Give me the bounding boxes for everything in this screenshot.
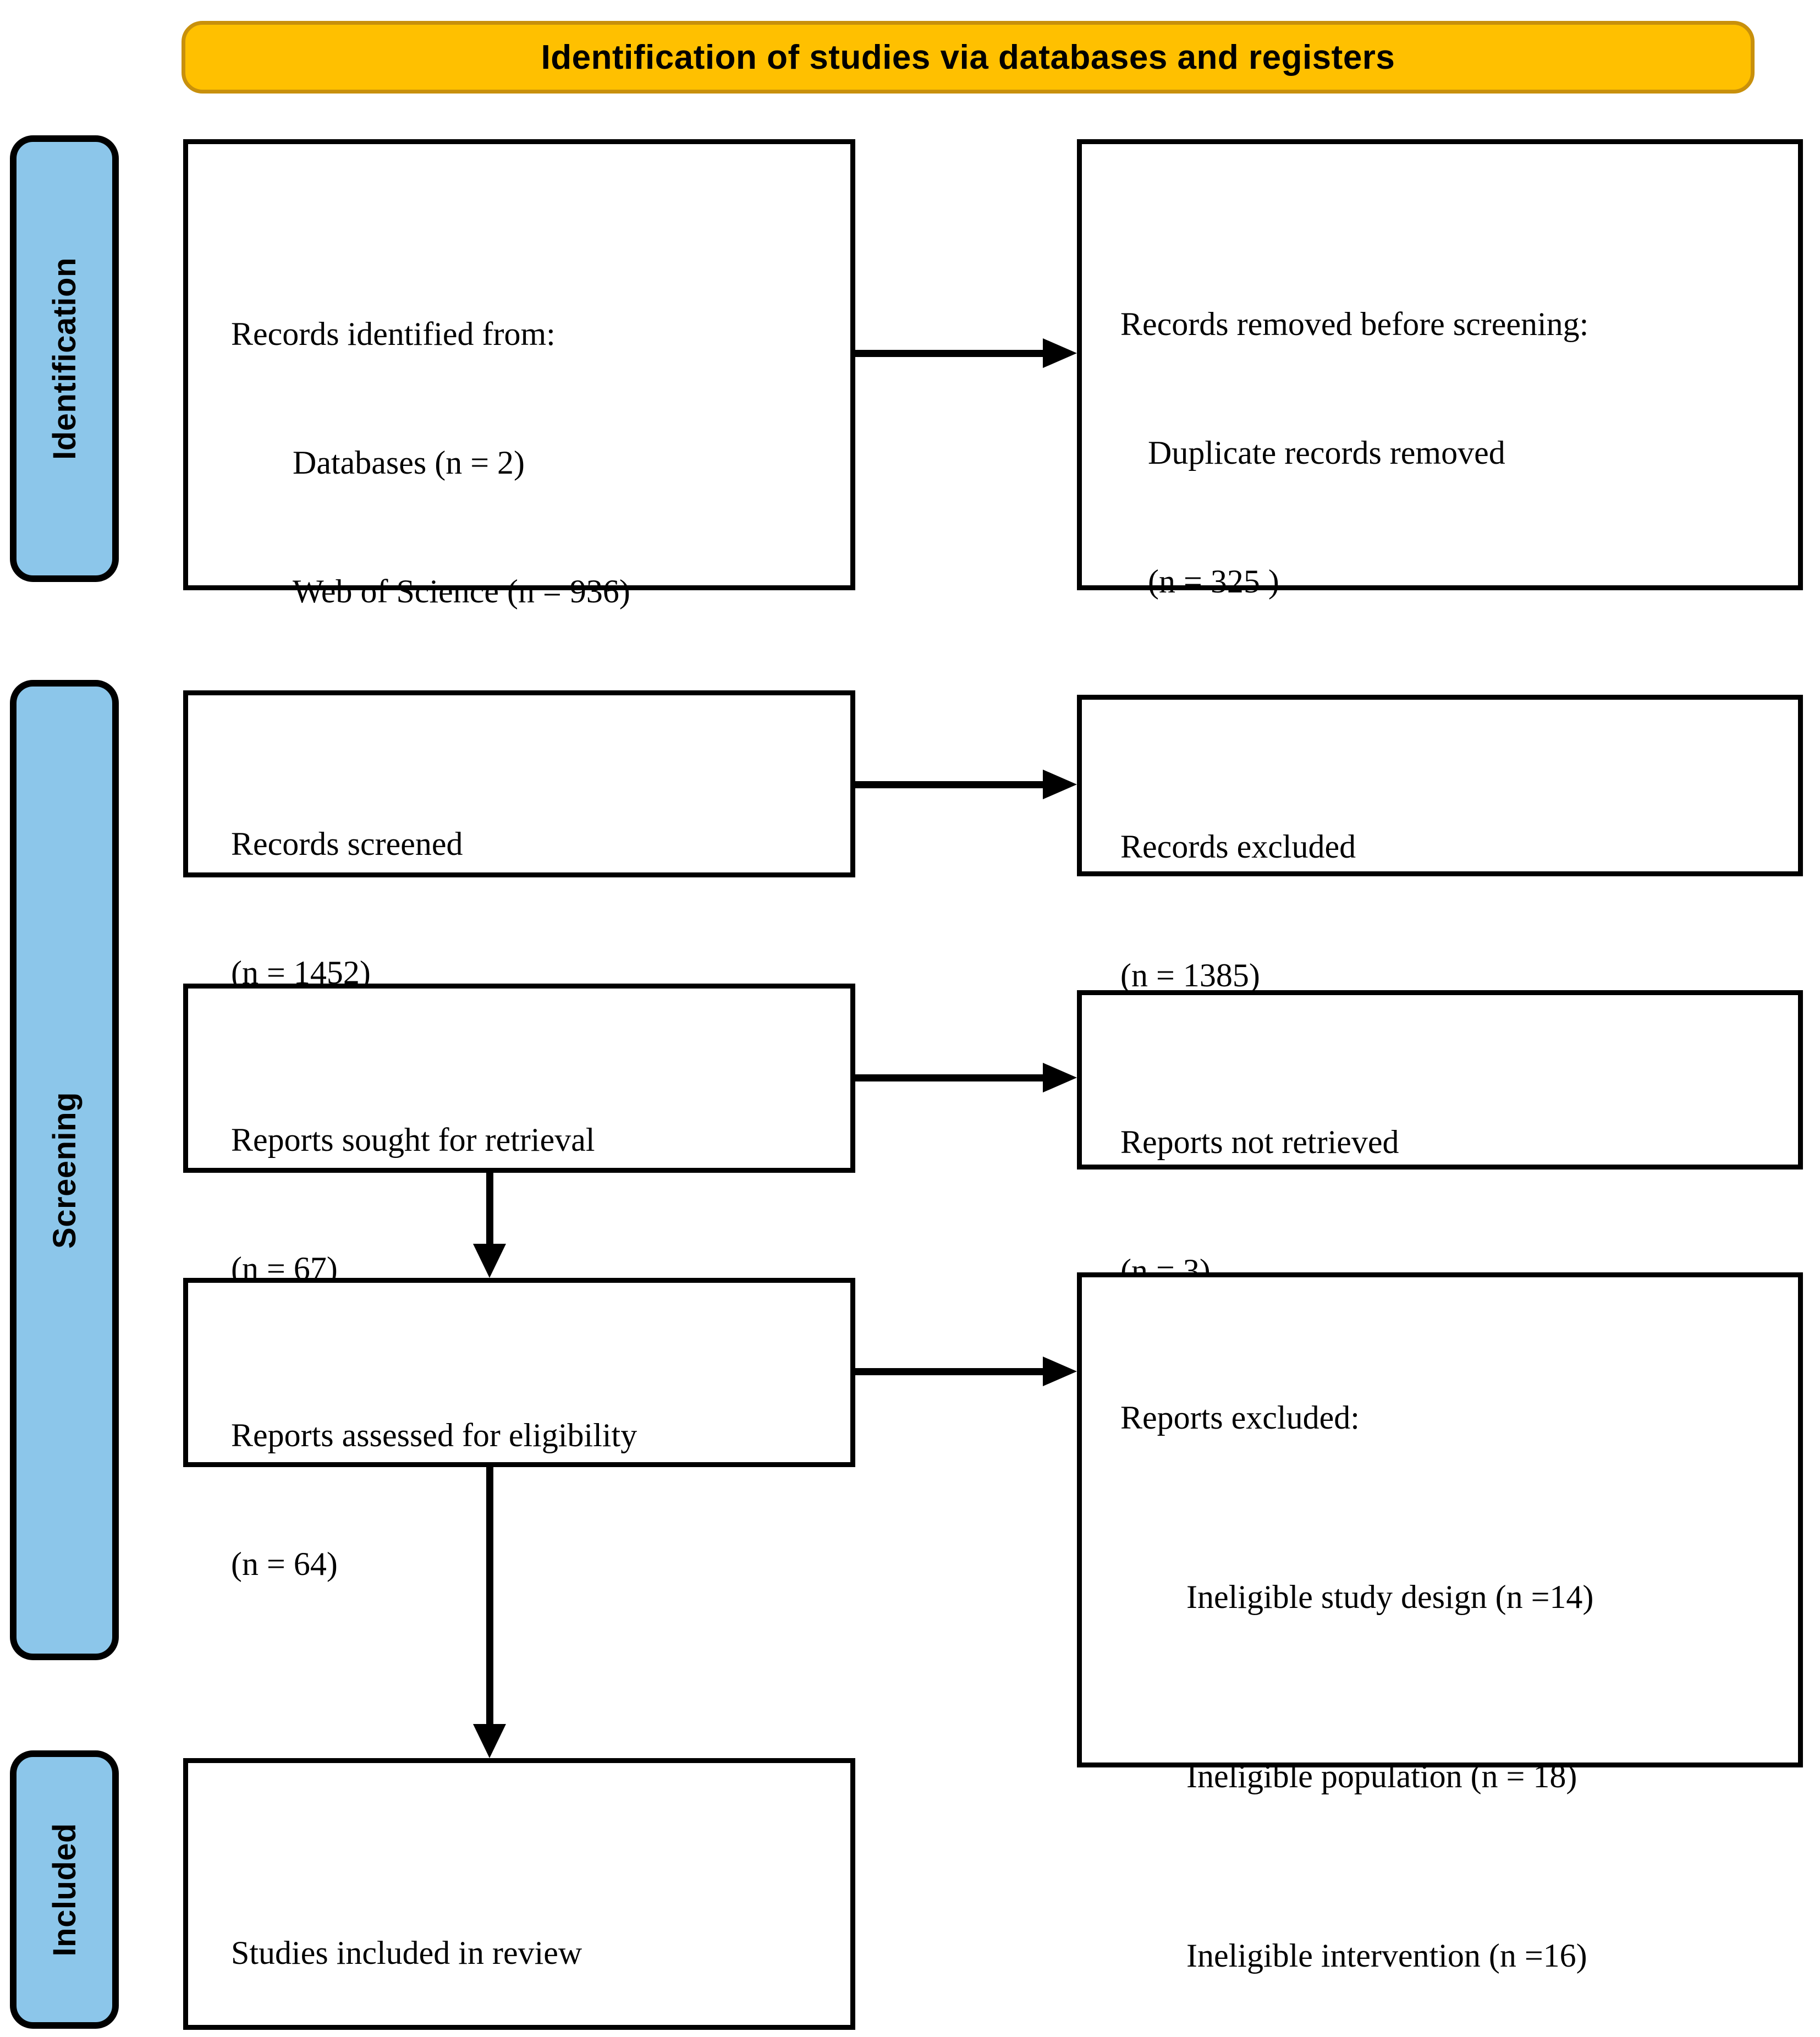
- box-studies-included-content: Studies included in review (n = 16): [231, 1846, 828, 2037]
- records-excluded-label: Records excluded: [1120, 828, 1356, 865]
- arrow-stem: [486, 1467, 493, 1724]
- stage-label-included-text: Included: [46, 1822, 83, 1957]
- records-removed-heading: Records removed before screening:: [1120, 306, 1589, 342]
- reports-sought-label: Reports sought for retrieval: [231, 1122, 595, 1158]
- box-reports-not-retrieved: Reports not retrieved (n = 3): [1077, 990, 1803, 1289]
- box-studies-included: Studies included in review (n = 16): [183, 1758, 855, 2030]
- box-records-screened: Records screened (n = 1452): [183, 690, 855, 991]
- arrow-stem: [855, 781, 1043, 788]
- box-reports-sought-content: Reports sought for retrieval (n = 67): [231, 1033, 828, 1376]
- stage-label-included: Included: [10, 1750, 119, 2029]
- arrow-head-right-icon: [1043, 338, 1077, 368]
- arrow-head-right-icon: [1043, 1357, 1077, 1386]
- stage-label-screening-text: Screening: [46, 1091, 83, 1249]
- records-removed-duplicates-label: Duplicate records removed: [1148, 435, 1505, 471]
- arrow-head-down-icon: [473, 1724, 506, 1758]
- box-reports-assessed: Reports assessed for eligibility (n = 64…: [183, 1278, 855, 1582]
- box-records-excluded: Records excluded (n = 1385): [1077, 695, 1803, 993]
- reports-assessed-count: (n = 64): [231, 1546, 338, 1582]
- reports-excluded-reason-intervention: Ineligible intervention (n =16): [1186, 1937, 1587, 1974]
- box-reports-excluded: Reports excluded: Ineligible study desig…: [1077, 1272, 1803, 1974]
- box-records-removed: Records removed before screening: Duplic…: [1077, 139, 1803, 857]
- reports-assessed-label: Reports assessed for eligibility: [231, 1417, 637, 1453]
- records-screened-label: Records screened: [231, 826, 463, 862]
- box-records-excluded-content: Records excluded (n = 1385): [1120, 739, 1776, 1083]
- records-identified-databases: Databases (n = 2): [293, 444, 525, 481]
- records-identified-web-of-science: Web of Science (n = 936): [293, 573, 630, 610]
- reports-excluded-reason-study-design: Ineligible study design (n =14): [1186, 1579, 1594, 1615]
- arrow-stem: [855, 1368, 1043, 1375]
- arrow-head-right-icon: [1043, 770, 1077, 799]
- box-reports-sought: Reports sought for retrieval (n = 67): [183, 984, 855, 1287]
- stage-label-screening: Screening: [10, 680, 119, 1660]
- records-excluded-count: (n = 1385): [1120, 957, 1260, 993]
- arrow-head-right-icon: [1043, 1063, 1077, 1092]
- arrow-stem: [855, 1074, 1043, 1081]
- reports-excluded-heading: Reports excluded:: [1120, 1399, 1360, 1436]
- box-reports-excluded-content: Reports excluded: Ineligible study desig…: [1120, 1310, 1776, 2037]
- records-removed-duplicates-count: (n = 325 ): [1148, 563, 1279, 600]
- diagram-header-banner: Identification of studies via databases …: [182, 21, 1755, 94]
- stage-label-identification: Identification: [10, 135, 119, 582]
- banner-title: Identification of studies via databases …: [541, 38, 1395, 76]
- reports-not-retrieved-label: Reports not retrieved: [1120, 1124, 1399, 1160]
- arrow-stem: [855, 350, 1043, 357]
- reports-excluded-reason-population: Ineligible population (n = 18): [1186, 1758, 1577, 1794]
- records-identified-line-1: Records identified from:: [231, 316, 556, 352]
- studies-included-label: Studies included in review: [231, 1935, 582, 1971]
- arrow-stem: [486, 1173, 493, 1244]
- box-records-identified: Records identified from: Databases (n = …: [183, 139, 855, 867]
- arrow-head-down-icon: [473, 1244, 506, 1278]
- stage-label-identification-text: Identification: [46, 257, 83, 460]
- box-reports-assessed-content: Reports assessed for eligibility (n = 64…: [231, 1328, 828, 1671]
